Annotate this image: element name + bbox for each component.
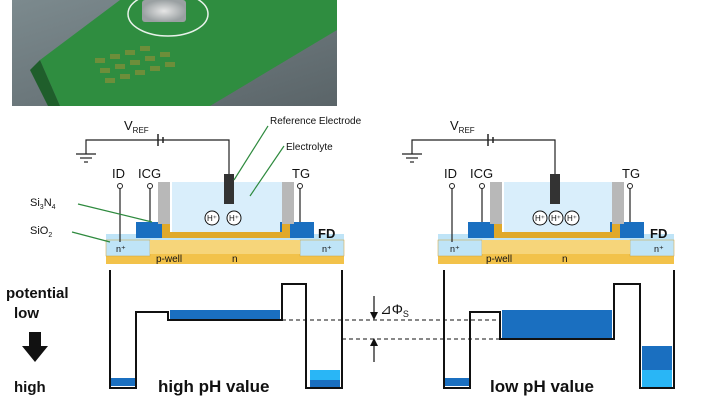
n-plus-source-label: n⁺: [116, 244, 126, 254]
right-device-cross-section: H⁺ H⁺ H⁺ VREF ID ICG TG FD n⁺ n⁺ p-well …: [402, 118, 675, 265]
icg-label: ICG: [138, 166, 161, 181]
n-region-label: n: [232, 254, 238, 265]
n-plus-source-label: n⁺: [450, 244, 460, 254]
potential-low-label: low: [14, 305, 39, 322]
left-potential-diagram: potential low high high pH value: [6, 270, 343, 396]
reference-electrode-label: Reference Electrode: [270, 116, 362, 127]
n-plus-drain-label: n⁺: [654, 244, 664, 254]
icg-label: ICG: [470, 166, 493, 181]
sensor-chip-photo: [12, 0, 337, 106]
hydrogen-ion-label: H⁺: [551, 214, 561, 223]
delta-phi-annotation: ⊿ΦS: [282, 296, 500, 362]
fd-label: FD: [650, 226, 667, 241]
electrolyte-label: Electrolyte: [286, 142, 333, 153]
left-device-cross-section: H⁺ H⁺ VREF Reference Electrode Electroly…: [30, 116, 362, 265]
vref-label: VREF: [450, 118, 475, 135]
n-region-label: n: [562, 254, 568, 265]
p-well-label: p-well: [486, 254, 512, 265]
right-potential-diagram: low pH value: [443, 270, 675, 396]
high-ph-caption: high pH value: [158, 377, 269, 396]
id-label: ID: [444, 166, 457, 181]
hydrogen-ion-label: H⁺: [207, 214, 217, 223]
hydrogen-ion-label: H⁺: [535, 214, 545, 223]
id-label: ID: [112, 166, 125, 181]
n-plus-drain-label: n⁺: [322, 244, 332, 254]
vref-label: VREF: [124, 118, 149, 135]
arrow-down-icon: [22, 346, 48, 362]
hydrogen-ion-label: H⁺: [567, 214, 577, 223]
sio2-label: SiO2: [30, 225, 52, 239]
delta-phi-label: ⊿ΦS: [380, 301, 409, 319]
tg-label: TG: [292, 166, 310, 181]
tg-label: TG: [622, 166, 640, 181]
fd-label: FD: [318, 226, 335, 241]
hydrogen-ion-label: H⁺: [229, 214, 239, 223]
si3n4-label: Si3N4: [30, 197, 56, 211]
p-well-label: p-well: [156, 254, 182, 265]
potential-high-label: high: [14, 379, 46, 396]
arrow-down-icon: [29, 332, 41, 346]
potential-axis-label: potential: [6, 285, 69, 302]
low-ph-caption: low pH value: [490, 377, 594, 396]
